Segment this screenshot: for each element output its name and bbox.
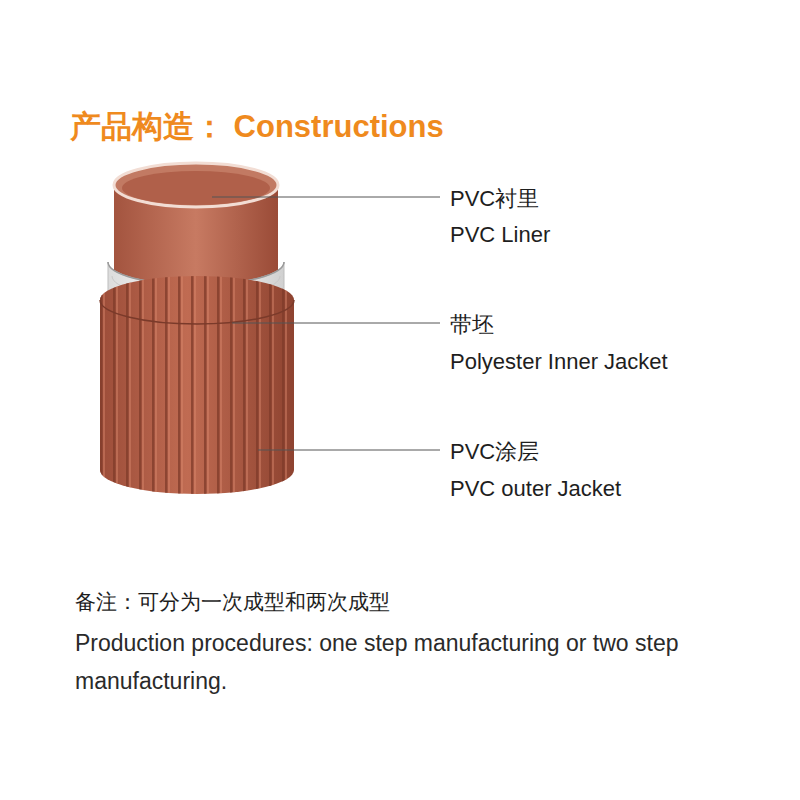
pvc-outer-jacket [100, 270, 294, 500]
part-name: PVC衬里 [450, 184, 539, 214]
part-name: PVC涂层 [450, 437, 539, 467]
part-name: Polyester Inner Jacket [450, 349, 668, 375]
part-name: PVC outer Jacket [450, 476, 621, 502]
liner-bore [122, 171, 270, 205]
note-text: 备注：可分为一次成型和两次成型 [75, 588, 390, 616]
part-name: PVC Liner [450, 222, 550, 248]
part-name: 带坯 [450, 310, 494, 340]
liner-rim [114, 163, 278, 207]
leader-line [212, 197, 440, 198]
leader-line [232, 323, 440, 324]
title-text: 产品构造： Constructions [70, 106, 444, 148]
leader-line [258, 450, 440, 451]
note-text: Production procedures: one step manufact… [75, 624, 735, 700]
